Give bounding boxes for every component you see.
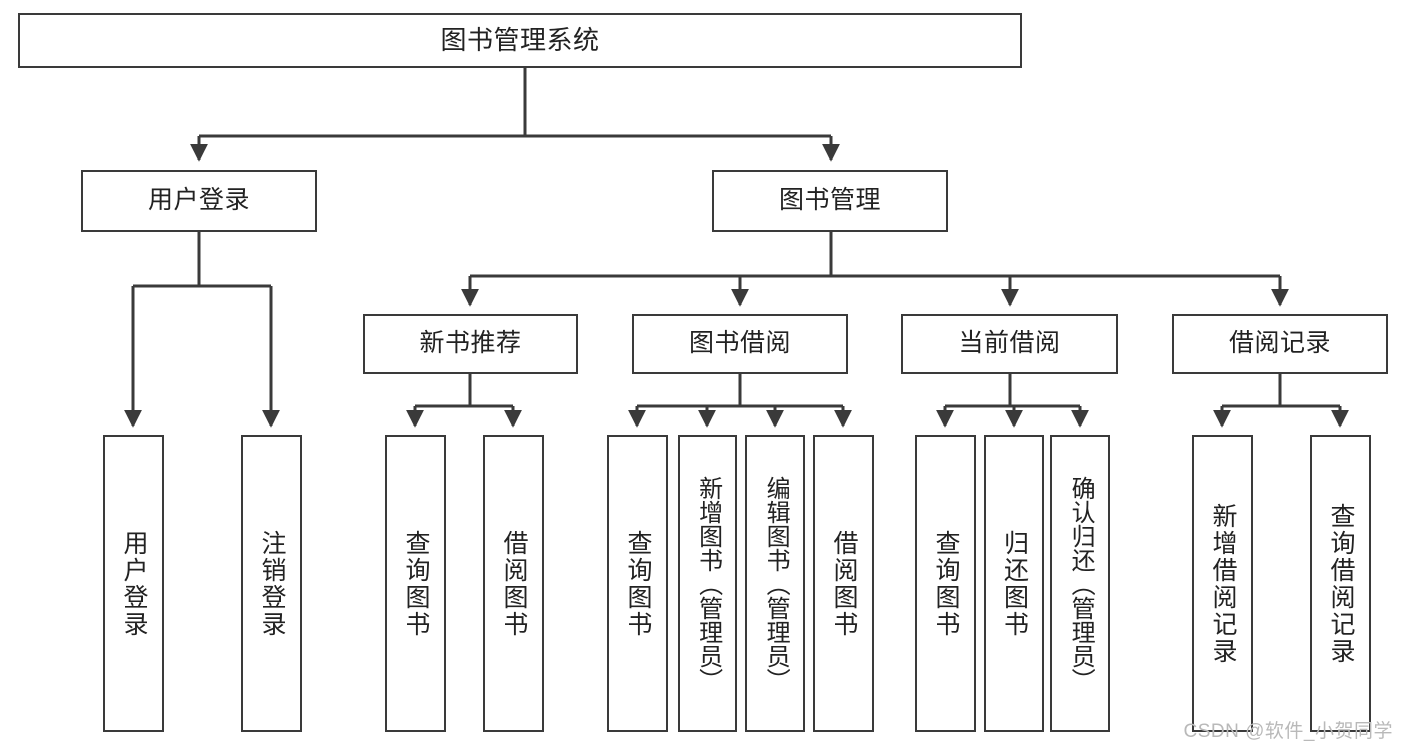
node-label: 借阅图书: [830, 529, 858, 638]
leaf-add-borrow-record[interactable]: 新增借阅记录: [1192, 435, 1253, 732]
node-label: 当前借阅: [958, 329, 1061, 358]
leaf-user-login[interactable]: 用户登录: [103, 435, 164, 732]
node-label: 新书推荐: [419, 329, 522, 358]
node-root-system[interactable]: 图书管理系统: [18, 13, 1022, 68]
leaf-confirm-return-admin[interactable]: 确认归还（管理员）: [1050, 435, 1110, 732]
node-new-book-recommend[interactable]: 新书推荐: [363, 314, 578, 374]
node-label: 用户登录: [147, 186, 250, 215]
node-label: 图书借阅: [688, 329, 791, 358]
node-label: 查询图书: [402, 529, 430, 638]
node-borrow-record[interactable]: 借阅记录: [1172, 314, 1388, 374]
node-label: 编辑图书（管理员）: [762, 475, 790, 692]
leaf-borrow-book-recommend[interactable]: 借阅图书: [483, 435, 544, 732]
node-label: 借阅图书: [500, 529, 528, 638]
node-book-management[interactable]: 图书管理: [712, 170, 948, 232]
leaf-query-borrow-record[interactable]: 查询借阅记录: [1310, 435, 1371, 732]
leaf-edit-book-admin[interactable]: 编辑图书（管理员）: [745, 435, 805, 732]
node-label: 图书管理: [778, 186, 881, 215]
node-current-borrow[interactable]: 当前借阅: [901, 314, 1118, 374]
node-label: 归还图书: [1000, 529, 1029, 638]
leaf-query-book-recommend[interactable]: 查询图书: [385, 435, 446, 732]
node-label: 查询借阅记录: [1327, 502, 1355, 665]
node-label: 确认归还（管理员）: [1067, 475, 1095, 692]
node-label: 新增图书（管理员）: [694, 475, 722, 692]
leaf-add-book-admin[interactable]: 新增图书（管理员）: [678, 435, 737, 732]
watermark: CSDN @软件_小贺同学: [1183, 721, 1393, 742]
leaf-query-book-current[interactable]: 查询图书: [915, 435, 976, 732]
node-book-borrow[interactable]: 图书借阅: [632, 314, 848, 374]
node-label: 新增借阅记录: [1209, 502, 1237, 665]
node-label: 图书管理系统: [440, 25, 600, 56]
leaf-return-book[interactable]: 归还图书: [984, 435, 1044, 732]
node-user-login[interactable]: 用户登录: [81, 170, 317, 232]
leaf-logout[interactable]: 注销登录: [241, 435, 302, 732]
node-label: 注销登录: [258, 529, 286, 638]
node-label: 查询图书: [624, 529, 652, 638]
node-label: 用户登录: [120, 529, 148, 638]
leaf-borrow-book[interactable]: 借阅图书: [813, 435, 874, 732]
node-label: 查询图书: [932, 529, 960, 638]
leaf-query-book-borrow[interactable]: 查询图书: [607, 435, 668, 732]
node-label: 借阅记录: [1228, 329, 1331, 358]
